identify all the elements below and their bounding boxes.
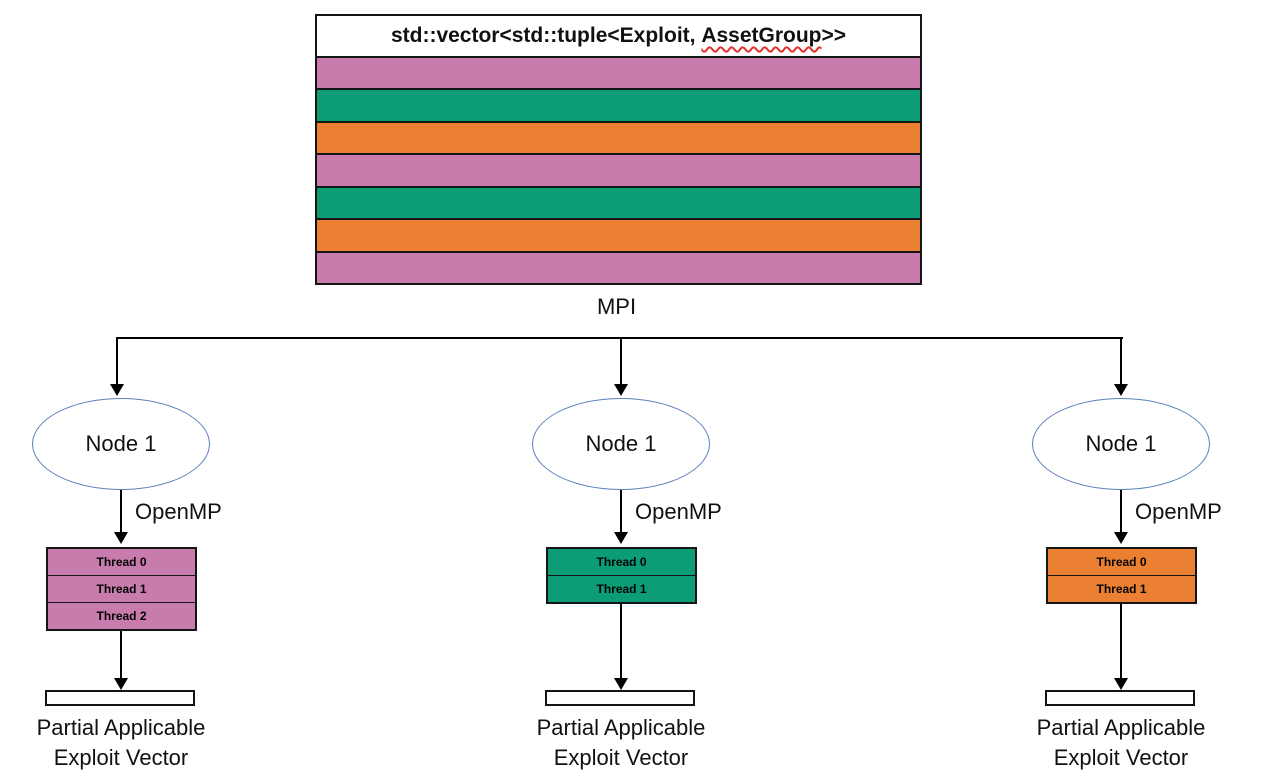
output-label: Partial Applicable Exploit Vector: [511, 713, 731, 773]
vector-row-orange: [317, 218, 920, 251]
node-to-threads-line: [1120, 490, 1122, 532]
partial-exploit-vector-box: [1045, 690, 1195, 706]
output-label-line1: Partial Applicable: [536, 715, 706, 740]
openmp-label: OpenMP: [635, 499, 722, 524]
vector-title-spellcheck-word: AssetGroup: [701, 24, 822, 47]
arrow-down-head-center: [614, 384, 628, 396]
output-label-line1: Partial Applicable: [1036, 715, 1206, 740]
node-ellipse: Node 1: [32, 398, 210, 490]
vector-box-title: std::vector<std::tuple<Exploit, AssetGro…: [317, 16, 920, 56]
output-label-line2: Exploit Vector: [1053, 745, 1189, 770]
threads-to-output-line: [120, 631, 122, 678]
partial-exploit-vector-box: [545, 690, 695, 706]
vector-box: std::vector<std::tuple<Exploit, AssetGro…: [315, 14, 922, 285]
node-label: Node 1: [585, 431, 657, 456]
openmp-label: OpenMP: [1135, 499, 1222, 524]
mpi-drop-line-center: [620, 337, 622, 384]
arrow-down-head: [614, 532, 628, 544]
openmp-label: OpenMP: [135, 499, 222, 524]
vector-row-pink: [317, 250, 920, 283]
partial-exploit-vector-box: [45, 690, 195, 706]
vector-rows: [317, 56, 920, 283]
threads-to-output-line: [1120, 604, 1122, 678]
node-label: Node 1: [85, 431, 157, 456]
thread-row: Thread 0: [48, 549, 195, 575]
thread-row: Thread 1: [48, 575, 195, 602]
vector-row-pink: [317, 56, 920, 89]
output-label-line1: Partial Applicable: [36, 715, 206, 740]
arrow-down-head: [614, 678, 628, 690]
thread-row: Thread 1: [1048, 575, 1195, 602]
node-ellipse: Node 1: [532, 398, 710, 490]
vector-title-suffix: >>: [821, 24, 847, 47]
output-label: Partial Applicable Exploit Vector: [11, 713, 231, 773]
arrow-down-head-right: [1114, 384, 1128, 396]
arrow-down-head: [1114, 678, 1128, 690]
threads-to-output-line: [620, 604, 622, 678]
vector-row-pink: [317, 153, 920, 186]
arrow-down-head: [1114, 532, 1128, 544]
thread-row: Thread 2: [48, 602, 195, 629]
mpi-drop-line-right: [1120, 337, 1122, 384]
node-ellipse: Node 1: [1032, 398, 1210, 490]
node-to-threads-line: [620, 490, 622, 532]
arrow-down-head: [114, 532, 128, 544]
mpi-label: MPI: [596, 294, 637, 319]
arrow-down-head: [114, 678, 128, 690]
vector-row-orange: [317, 120, 920, 154]
vector-row-green: [317, 185, 920, 219]
output-label-line2: Exploit Vector: [553, 745, 689, 770]
node-label: Node 1: [1085, 431, 1157, 456]
output-label: Partial Applicable Exploit Vector: [1011, 713, 1231, 773]
thread-row: Thread 1: [548, 575, 695, 602]
vector-row-green: [317, 88, 920, 121]
mpi-drop-line-left: [116, 337, 118, 384]
thread-row: Thread 0: [548, 549, 695, 575]
output-label-line2: Exploit Vector: [53, 745, 189, 770]
node-to-threads-line: [120, 490, 122, 532]
thread-row: Thread 0: [1048, 549, 1195, 575]
arrow-down-head-left: [110, 384, 124, 396]
vector-title-prefix: std::vector<std::tuple<Exploit,: [390, 24, 702, 47]
